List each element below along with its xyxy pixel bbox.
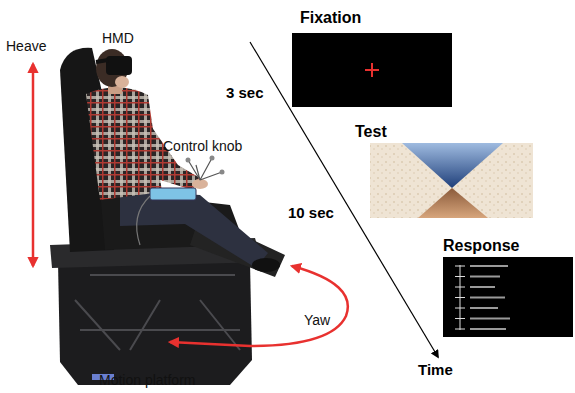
- motion-axis-label: Yaw: [304, 312, 330, 329]
- screen-panel: Fixation: [292, 33, 452, 107]
- cable: [137, 196, 150, 245]
- part-label: HMD: [102, 30, 134, 47]
- platform-base: [58, 262, 252, 385]
- tracker-ball: [220, 170, 225, 175]
- tracker-ball: [186, 158, 191, 163]
- panel-heading: Test: [355, 122, 387, 141]
- yaw-arrow: [170, 266, 348, 346]
- test-screen: [370, 143, 533, 218]
- motion-axis-label: Heave: [6, 38, 46, 55]
- panel-heading: Fixation: [300, 8, 361, 27]
- panel-heading: Response: [443, 236, 519, 255]
- duration-label: 3 sec: [226, 84, 264, 102]
- axis-label: Time: [418, 361, 453, 379]
- part-label: Motion platform: [99, 372, 195, 389]
- fixation-cross: [365, 63, 379, 77]
- hmd: [106, 56, 132, 75]
- rating-option-marks: [470, 266, 510, 329]
- platform-struts: [75, 275, 240, 350]
- motion-platform-figure: [50, 48, 285, 385]
- rating-ticks: [455, 266, 465, 329]
- optic-flow-sky: [402, 143, 503, 188]
- tracker-ball: [210, 156, 215, 161]
- screen-panel: Response: [443, 257, 573, 337]
- screen-panel: Test: [370, 143, 533, 218]
- duration-label: 10 sec: [288, 204, 334, 222]
- heave-arrow: [32, 64, 35, 266]
- face: [115, 76, 129, 88]
- legs: [120, 190, 268, 268]
- optic-flow-floor: [418, 188, 488, 218]
- shoe: [252, 258, 280, 272]
- part-label: Control knob: [163, 138, 242, 155]
- tracker-sticks: [188, 158, 222, 180]
- hmd-strap: [96, 60, 108, 62]
- fixation-screen: [292, 33, 452, 107]
- control-box: [150, 188, 196, 200]
- response-screen: [443, 257, 573, 337]
- hand: [192, 179, 208, 189]
